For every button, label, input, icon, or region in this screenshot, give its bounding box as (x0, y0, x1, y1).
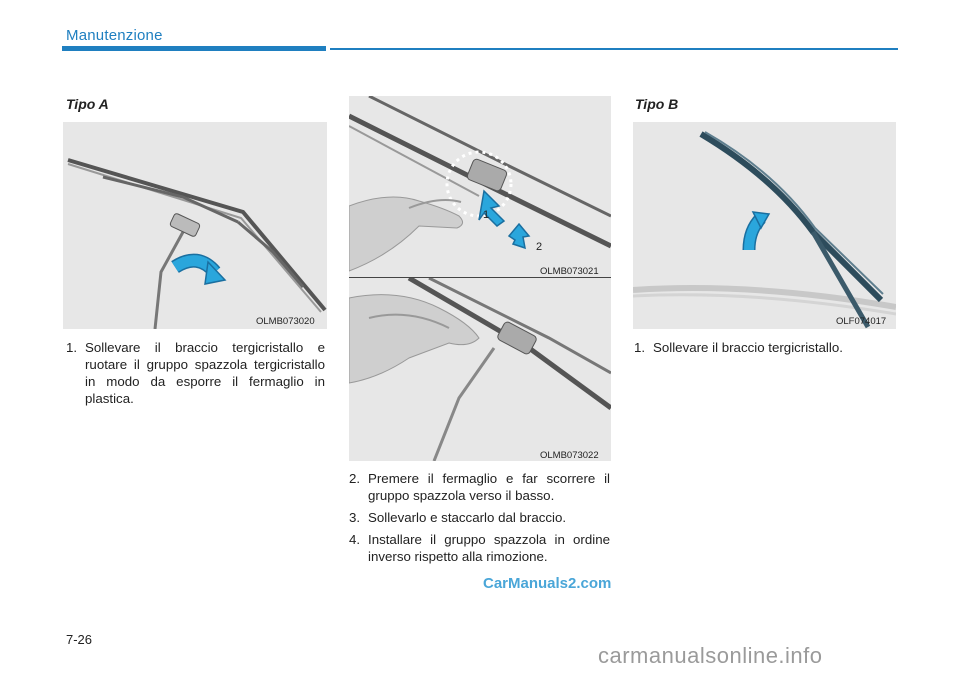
figure-press-clip: 1 2 (349, 96, 611, 277)
footer-watermark: carmanualsonline.info (598, 643, 823, 668)
list-item: 2.Premere il fermaglio e far scorrere il… (349, 471, 610, 503)
tipo-a-heading: Tipo A (66, 96, 109, 112)
section-title: Manutenzione (66, 27, 163, 44)
list-item: 1.Sollevare il braccio tergicristallo. (634, 340, 843, 355)
figure-tipo-b (633, 122, 896, 329)
list-item: 4.Installare il gruppo spazzola in ordin… (349, 532, 610, 564)
list-item: 3.Sollevarlo e staccarlo dal braccio. (349, 510, 567, 525)
lift-arrow-icon (742, 211, 771, 251)
slide-arrow-icon (507, 222, 531, 250)
figure-divider (349, 277, 611, 278)
watermark-link[interactable]: CarManuals2.com (483, 575, 612, 592)
wiper-illustration-b (633, 131, 896, 329)
callout-1: 1 (483, 209, 489, 221)
rotate-arrow-icon (171, 253, 227, 285)
header-rule-thin (330, 48, 898, 50)
wiper-illustration-a (67, 158, 327, 329)
callout-2: 2 (536, 241, 542, 253)
wiper-illustration-remove (349, 278, 611, 461)
steps-list-a: 1.Sollevare il braccio tergicristallo e … (66, 339, 325, 412)
figure-code-remove: OLMB073022 (540, 450, 599, 461)
push-arrow-icon (478, 189, 506, 227)
figure-remove-blade (349, 278, 611, 461)
steps-list-c: 1.Sollevare il braccio tergicristallo. (634, 339, 896, 361)
wiper-illustration-press: 1 2 (349, 96, 611, 272)
page-number: 7-26 (66, 632, 93, 647)
steps-list-b: 2.Premere il fermaglio e far scorrere il… (349, 470, 610, 570)
tipo-b-heading: Tipo B (635, 96, 679, 112)
figure-code-b: OLF074017 (836, 316, 887, 327)
list-item: 1.Sollevare il braccio tergicristallo e … (66, 340, 325, 406)
figure-code-press: OLMB073021 (540, 266, 599, 277)
figure-tipo-a (63, 122, 327, 329)
figure-code-a: OLMB073020 (256, 316, 315, 327)
header-rule-thick (62, 46, 326, 51)
